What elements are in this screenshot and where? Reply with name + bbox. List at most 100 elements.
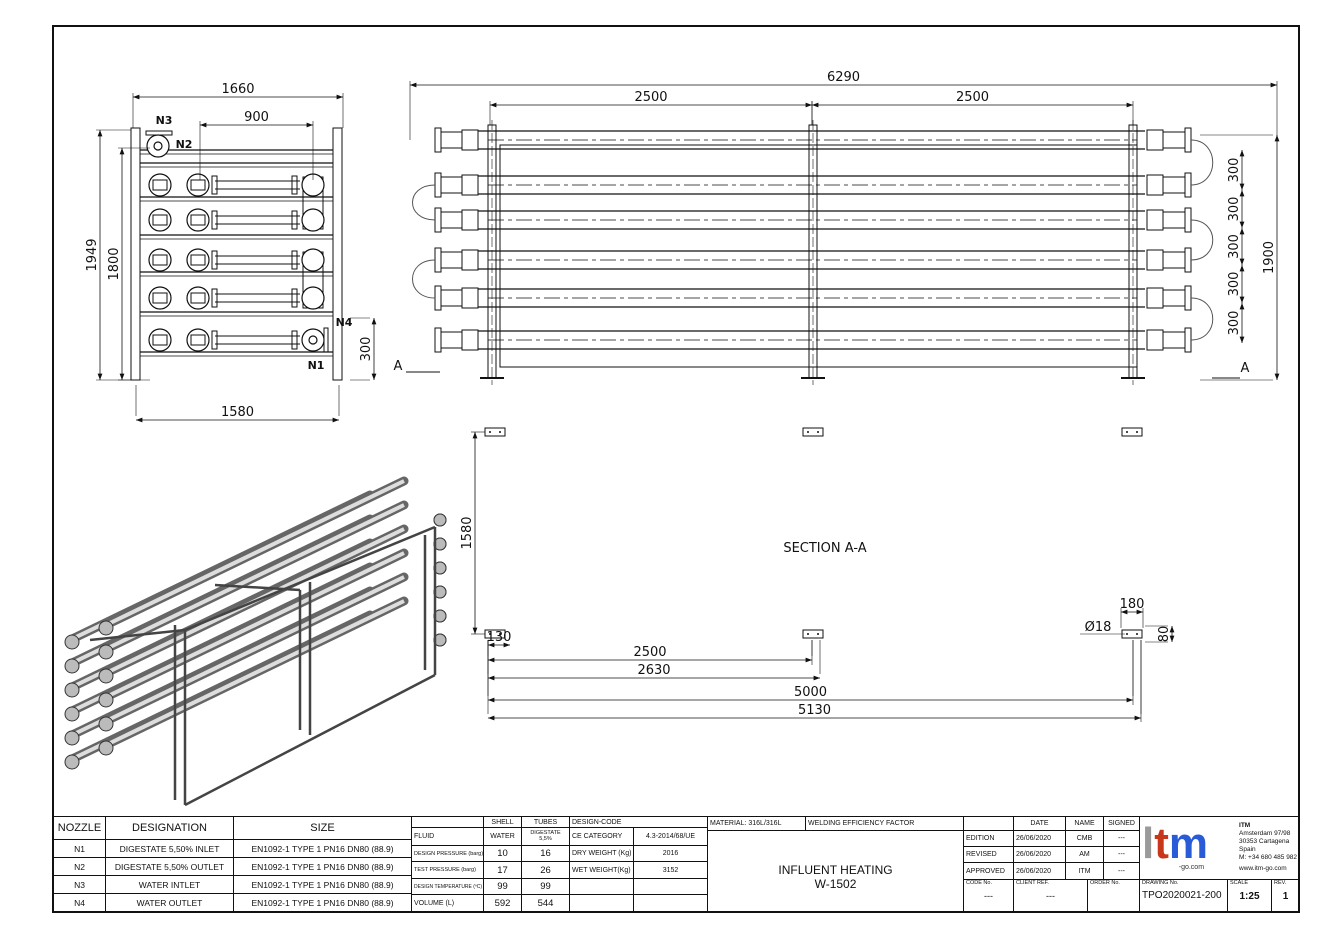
iso-flange xyxy=(64,706,80,722)
base-plate xyxy=(484,427,506,437)
iso-flange xyxy=(64,682,80,698)
nozzle-flange xyxy=(1184,327,1192,353)
nozzle-body xyxy=(1162,131,1186,149)
return-bend xyxy=(1190,219,1214,261)
pipe-end xyxy=(152,179,168,191)
cell: WATER OUTLET xyxy=(105,893,234,912)
cell: DESIGN TEMPERATURE (ºC) xyxy=(411,877,484,896)
nozzle-flange xyxy=(434,247,442,273)
cell: 3152 xyxy=(633,861,708,879)
cell: DIGESTATE 5,50% INLET xyxy=(105,839,234,858)
return-bend xyxy=(412,259,436,299)
return-bend xyxy=(1190,297,1214,341)
col-header: DESIGNATION xyxy=(105,816,234,840)
cell: WATER INTLET xyxy=(105,875,234,894)
iso-flange xyxy=(64,658,80,674)
order-no: ORDER No. xyxy=(1086,878,1141,913)
cell: AM xyxy=(1064,846,1105,864)
cell: N3 xyxy=(53,875,106,894)
nozzle-flange xyxy=(434,127,442,153)
bolt-hole xyxy=(1126,633,1128,635)
cell: 544 xyxy=(521,894,570,912)
hole-diameter-label: Ø18 xyxy=(1085,620,1112,635)
flange xyxy=(461,209,479,231)
pipe-end xyxy=(190,214,206,226)
cell: ITM xyxy=(1064,862,1105,880)
client-ref: CLIENT REF.--- xyxy=(1013,878,1088,913)
drawing-no: DRAWING No.TPO2020021-200 xyxy=(1139,878,1229,913)
cell: DIGESTATE 5,5% xyxy=(521,827,570,846)
cell: 26/06/2020 xyxy=(1013,846,1066,864)
dimension-label: 2500 xyxy=(634,90,667,105)
cell: N2 xyxy=(53,857,106,876)
nozzle-body xyxy=(1162,211,1186,229)
code-no: CODE No.--- xyxy=(963,878,1014,913)
nozzle-body xyxy=(440,176,463,194)
flange-edge xyxy=(291,175,298,195)
iso-flange xyxy=(98,644,114,660)
nozzle-body xyxy=(440,331,463,349)
company-address: ITM Amsterdam 97/98 30353 Cartagena Spai… xyxy=(1239,822,1298,873)
cell: 10 xyxy=(483,844,522,863)
cell xyxy=(569,894,634,912)
flange xyxy=(301,286,325,310)
cell: --- xyxy=(1103,846,1141,864)
cell: DESIGN PRESSURE (barg) xyxy=(411,844,484,863)
dimension-label: 1580 xyxy=(460,516,475,549)
cell: SHELL xyxy=(483,816,522,828)
welding-efficiency: WELDING EFFICIENCY FACTOR xyxy=(805,815,964,832)
cell: N1 xyxy=(53,839,106,858)
flange xyxy=(186,208,210,232)
iso-tube-highlight xyxy=(103,599,405,748)
dimension-label: 300 xyxy=(1227,311,1242,336)
nozzle-flange xyxy=(434,172,442,198)
flange-edge xyxy=(211,210,218,230)
flange xyxy=(1146,174,1164,196)
nozzle-flange-n4 xyxy=(323,327,329,353)
col-header: NAME xyxy=(1064,815,1105,832)
dimension-label: 180 xyxy=(1120,597,1145,612)
cell: 26/06/2020 xyxy=(1013,862,1066,880)
flange-edge xyxy=(211,330,218,350)
flange xyxy=(461,129,479,151)
shell-frame xyxy=(499,144,1138,368)
section-mark: A xyxy=(1241,361,1250,376)
dimension-label: 130 xyxy=(487,630,512,645)
flange xyxy=(186,286,210,310)
base-plate xyxy=(802,629,824,639)
flange xyxy=(301,248,325,272)
dimension-label: 80 xyxy=(1157,626,1172,643)
flange xyxy=(186,248,210,272)
dimension-label: 5130 xyxy=(798,703,831,718)
bolt-hole xyxy=(489,431,491,433)
iso-flange xyxy=(98,692,114,708)
nozzle-label-n2: N2 xyxy=(176,138,193,151)
bolt-hole xyxy=(1136,431,1138,433)
base-plate xyxy=(802,427,824,437)
iso-flange xyxy=(98,716,114,732)
section-view: SECTION A-A xyxy=(484,427,1143,639)
frame-post xyxy=(332,127,343,381)
section-title: SECTION A-A xyxy=(783,541,866,556)
cell: 592 xyxy=(483,894,522,912)
nozzle-body xyxy=(1162,289,1186,307)
bolt-hole xyxy=(499,633,501,635)
flange xyxy=(1146,249,1164,271)
flange-edge xyxy=(291,288,298,308)
base-plate xyxy=(1121,427,1143,437)
nozzle-flange-n3 xyxy=(145,130,173,136)
col-header: NOZZLE xyxy=(53,816,106,840)
nozzle-flange xyxy=(434,285,442,311)
sheet-border xyxy=(52,25,1300,913)
bolt-hole xyxy=(817,431,819,433)
flange xyxy=(461,174,479,196)
nozzle-label-n4: N4 xyxy=(336,316,353,329)
company-logo-block: ltm -go.com ITM Amsterdam 97/98 30353 Ca… xyxy=(1139,816,1301,880)
